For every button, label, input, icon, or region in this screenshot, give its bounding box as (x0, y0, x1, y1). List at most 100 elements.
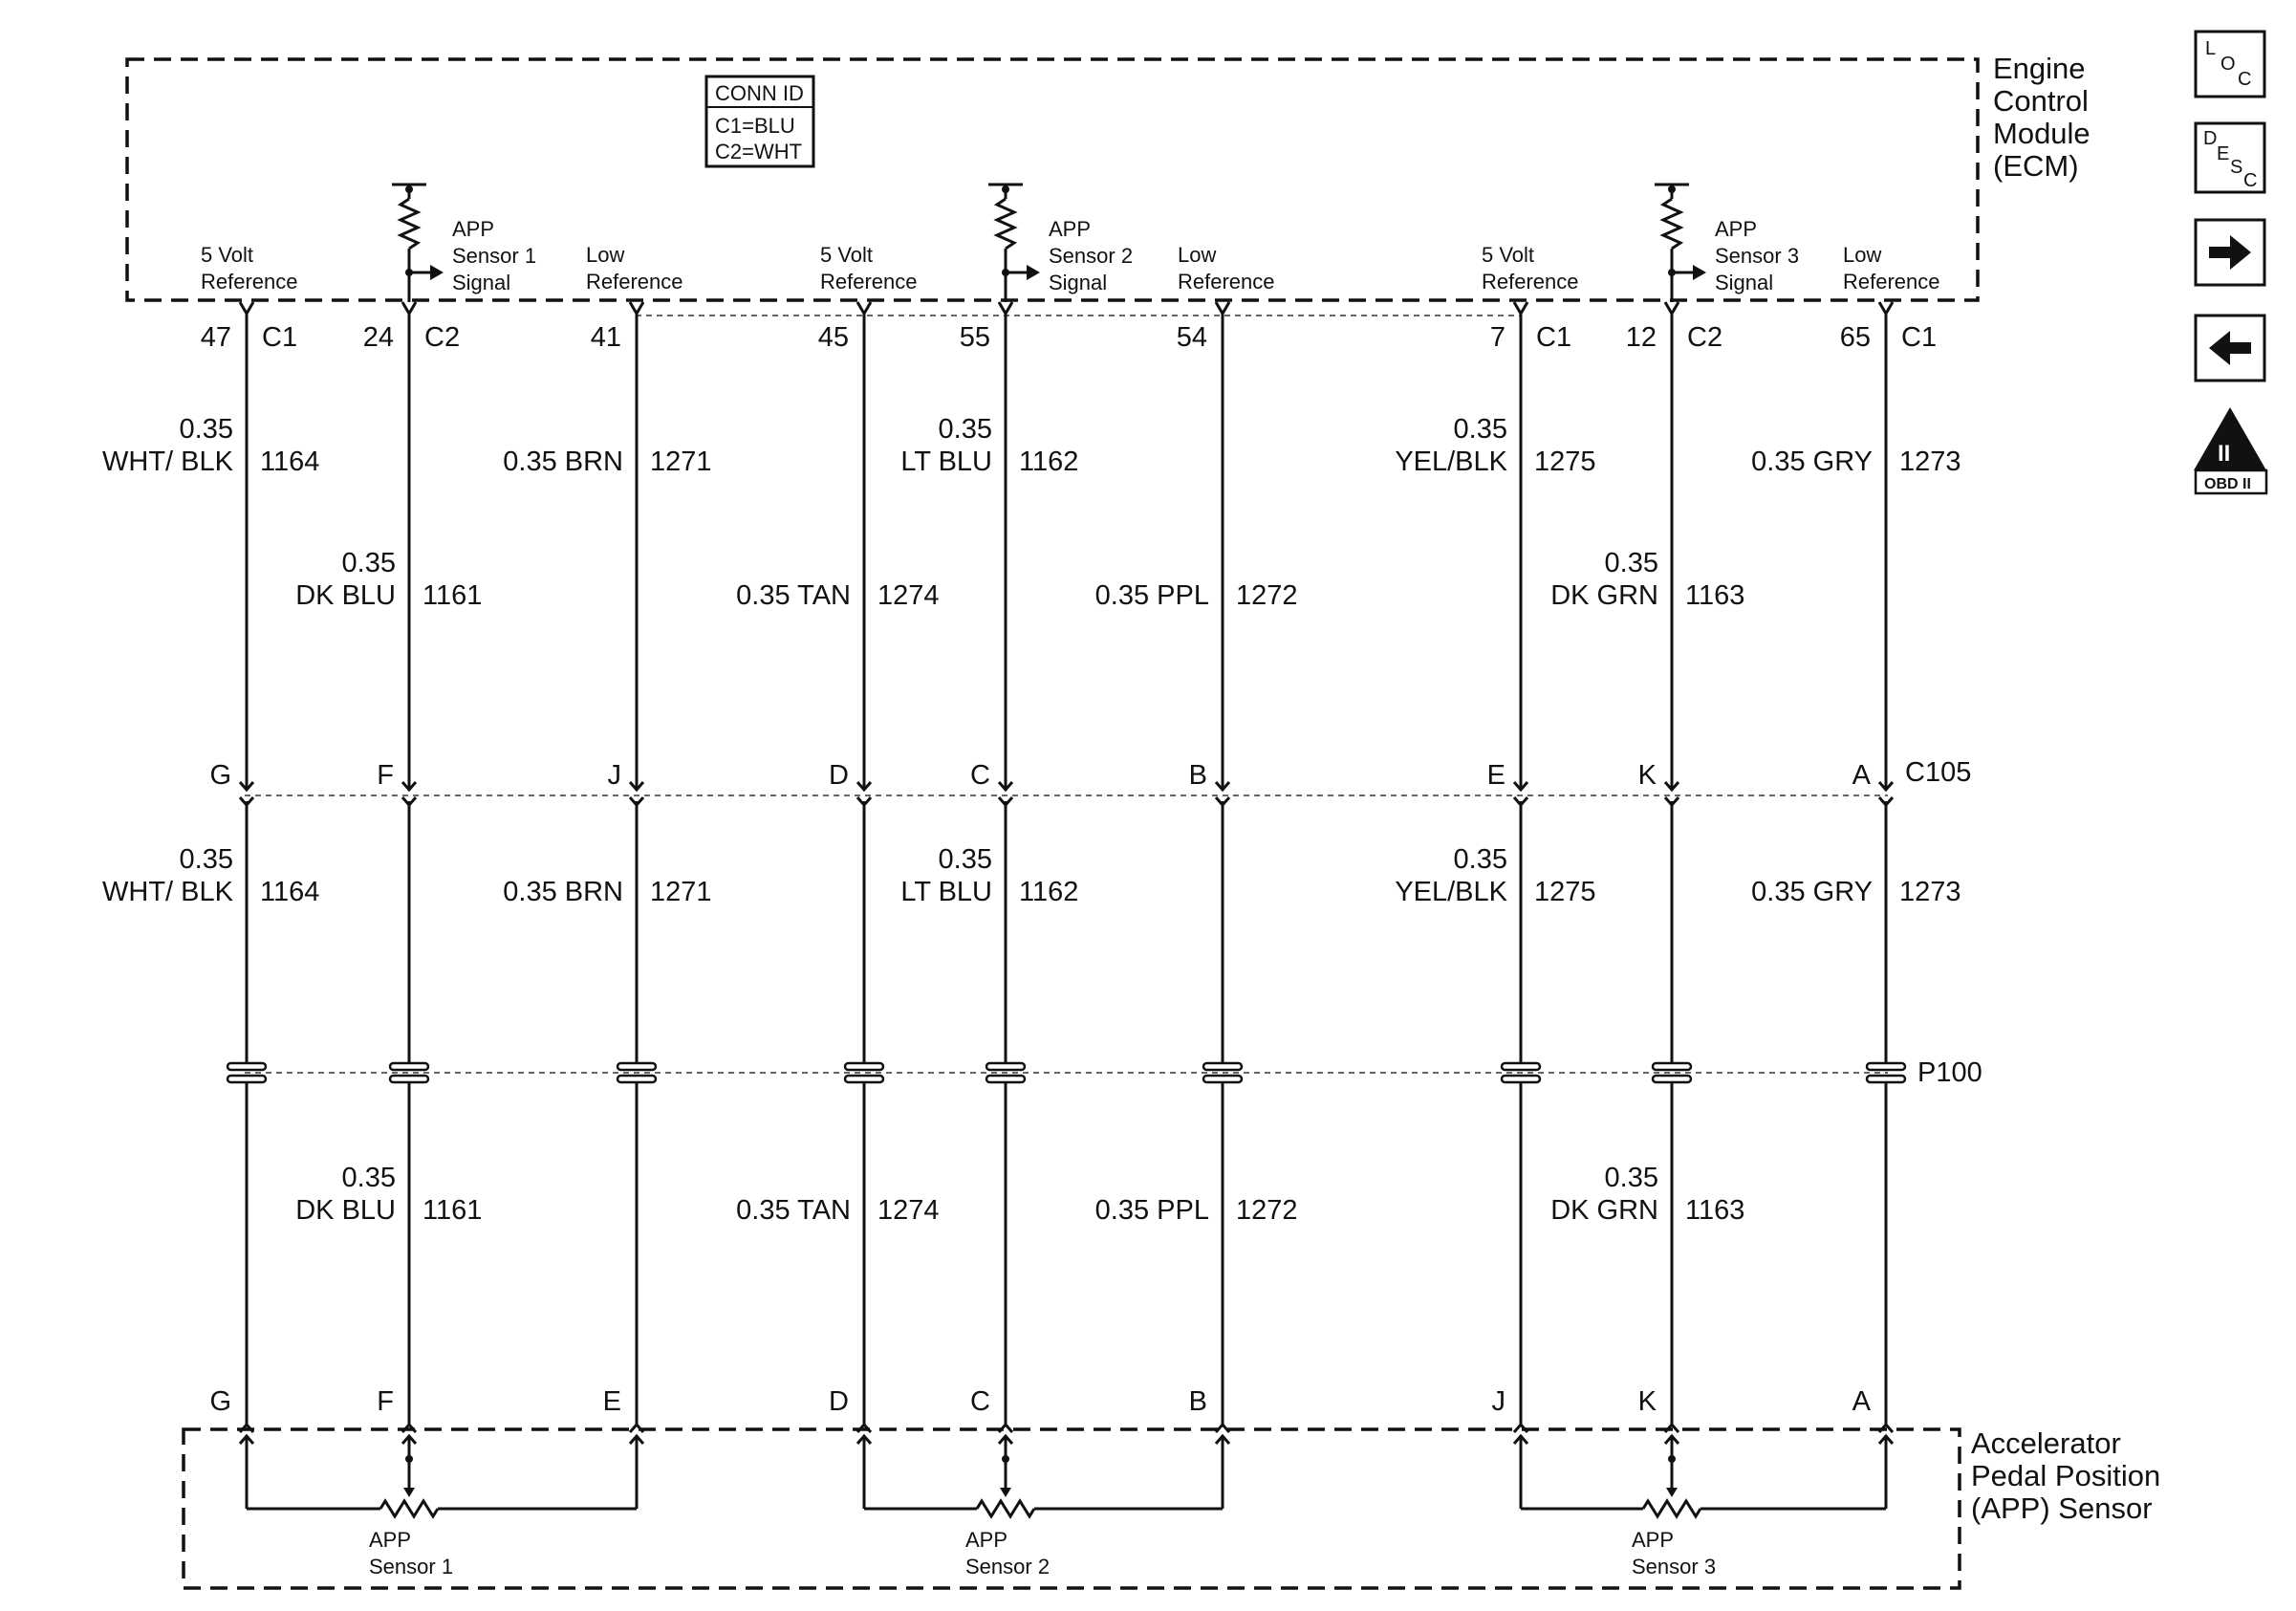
sensor-title-line-1: Accelerator (1971, 1426, 2121, 1460)
sensor-terminal-G (238, 1422, 255, 1433)
sensor-pin-letter: B (1189, 1386, 1207, 1417)
p100-terminal-0 (226, 1061, 268, 1084)
wire-gauge: 0.35 (180, 414, 233, 445)
c105-terminal-bottom-A (1877, 796, 1895, 808)
loc-icon-o: O (2220, 54, 2236, 75)
sensor-terminal-C (997, 1422, 1014, 1433)
wire-color: WHT/ BLK (102, 446, 234, 477)
ecm-pin-number: 47 (201, 322, 231, 353)
circuit-number: 1274 (877, 1195, 940, 1226)
sensor-pin-letter: F (377, 1386, 394, 1417)
sensor-pin-letter: D (829, 1386, 849, 1417)
c105-terminal-top-F (401, 781, 418, 793)
wire-color: 0.35 GRY (1751, 446, 1873, 477)
c105-pin-letter: F (377, 760, 394, 791)
sensor-terminal-A (1877, 1422, 1895, 1433)
ecm-terminal-41 (628, 301, 645, 316)
wire-color: DK BLU (295, 1195, 396, 1226)
sensor-terminal-K (1663, 1422, 1680, 1433)
desc-icon[interactable]: D E S C (2194, 121, 2266, 194)
wire-color: 0.35 TAN (736, 580, 851, 611)
wire-color: 0.35 GRY (1751, 877, 1873, 907)
sensor-label-2: Sensor 3 (1632, 1555, 1716, 1578)
sensor-terminal-E (628, 1422, 645, 1433)
ecm-signal-label-3: Signal (452, 271, 510, 294)
sensor-pin-letter: A (1852, 1386, 1872, 1417)
circuit-number: 1162 (1019, 877, 1078, 907)
obd-ii-icon[interactable]: II OBD II (2194, 407, 2268, 495)
ecm-pullup-resistor (392, 183, 444, 302)
ecm-pin-number: 41 (591, 322, 621, 353)
ecm-pin-label-2: Reference (1482, 270, 1579, 294)
p100-terminal-8 (1865, 1061, 1907, 1084)
ecm-connector-id: C1 (262, 322, 297, 353)
ecm-pin-number: 24 (363, 322, 394, 353)
desc-icon-e: E (2217, 143, 2229, 164)
ecm-terminal-47 (238, 301, 255, 316)
sensor-pin-letter: E (603, 1386, 621, 1417)
conn-id-c2: C2=WHT (715, 140, 802, 163)
conn-id-c1: C1=BLU (715, 114, 795, 138)
c105-terminal-top-C (997, 781, 1014, 793)
sensor-pin-letter: G (209, 1386, 231, 1417)
wire-color: DK GRN (1550, 1195, 1658, 1226)
arrow-left-icon[interactable] (2194, 314, 2266, 382)
circuit-number: 1163 (1685, 1195, 1744, 1226)
wire-gauge: 0.35 (180, 844, 233, 875)
sensor-terminal-J (1512, 1422, 1529, 1433)
ecm-terminal-24 (401, 301, 418, 316)
ecm-signal-label-1: APP (1049, 217, 1091, 241)
ecm-signal-label-2: Sensor 3 (1715, 244, 1799, 268)
circuit-number: 1275 (1534, 877, 1596, 907)
circuit-number: 1272 (1236, 580, 1298, 611)
c105-pin-letter: D (829, 760, 849, 791)
wire-gauge: 0.35 (1454, 414, 1507, 445)
circuit-number: 1271 (650, 446, 712, 477)
c105-terminal-top-K (1663, 781, 1680, 793)
wire-color: LT BLU (900, 877, 992, 907)
desc-icon-s: S (2230, 157, 2242, 178)
ecm-connector-id: C1 (1536, 322, 1571, 353)
ecm-pin-label-2: Reference (820, 270, 918, 294)
sensor-terminal-F (401, 1422, 418, 1433)
p100-terminal-1 (388, 1061, 430, 1084)
ecm-terminal-45 (856, 301, 873, 316)
ecm-pin-label-2: Reference (1178, 270, 1275, 294)
ecm-pin-label-1: Low (586, 243, 624, 267)
wire-color: WHT/ BLK (102, 877, 234, 907)
circuit-number: 1274 (877, 580, 940, 611)
ecm-signal-label-3: Signal (1049, 271, 1107, 294)
ecm-connector-id: C2 (424, 322, 460, 353)
ecm-pin-label-2: Reference (201, 270, 298, 294)
c105-terminal-top-B (1214, 781, 1231, 793)
p100-label: P100 (1917, 1057, 1982, 1088)
wire-color: LT BLU (900, 446, 992, 477)
ecm-title-line-2: Control (1993, 84, 2089, 118)
obd-ii-label: OBD II (2204, 476, 2251, 492)
wire-color: 0.35 PPL (1095, 1195, 1209, 1226)
c105-terminal-top-D (856, 781, 873, 793)
conn-id-box: CONN ID C1=BLU C2=WHT (704, 75, 815, 168)
sensor-label-1: APP (369, 1528, 411, 1552)
c105-terminal-top-J (628, 781, 645, 793)
c105-terminal-bottom-G (238, 796, 255, 808)
c105-label: C105 (1905, 757, 1971, 788)
wire-gauge: 0.35 (1605, 548, 1658, 578)
ecm-connector-id: C1 (1901, 322, 1937, 353)
ecm-terminal-65 (1877, 301, 1895, 316)
circuit-number: 1272 (1236, 1195, 1298, 1226)
circuit-number: 1271 (650, 877, 712, 907)
c105-pin-letter: K (1638, 760, 1657, 791)
arrow-right-icon[interactable] (2194, 218, 2266, 287)
wire-gauge: 0.35 (342, 1163, 396, 1193)
circuit-number: 1162 (1019, 446, 1078, 477)
p100-terminal-7 (1651, 1061, 1693, 1084)
ecm-signal-label-2: Sensor 2 (1049, 244, 1133, 268)
sensor-terminal-D (856, 1422, 873, 1433)
ecm-terminal-55 (997, 301, 1014, 316)
loc-icon[interactable]: L O C (2194, 30, 2266, 98)
ecm-pin-label-2: Reference (1843, 270, 1940, 294)
sensor-label-1: APP (1632, 1528, 1674, 1552)
